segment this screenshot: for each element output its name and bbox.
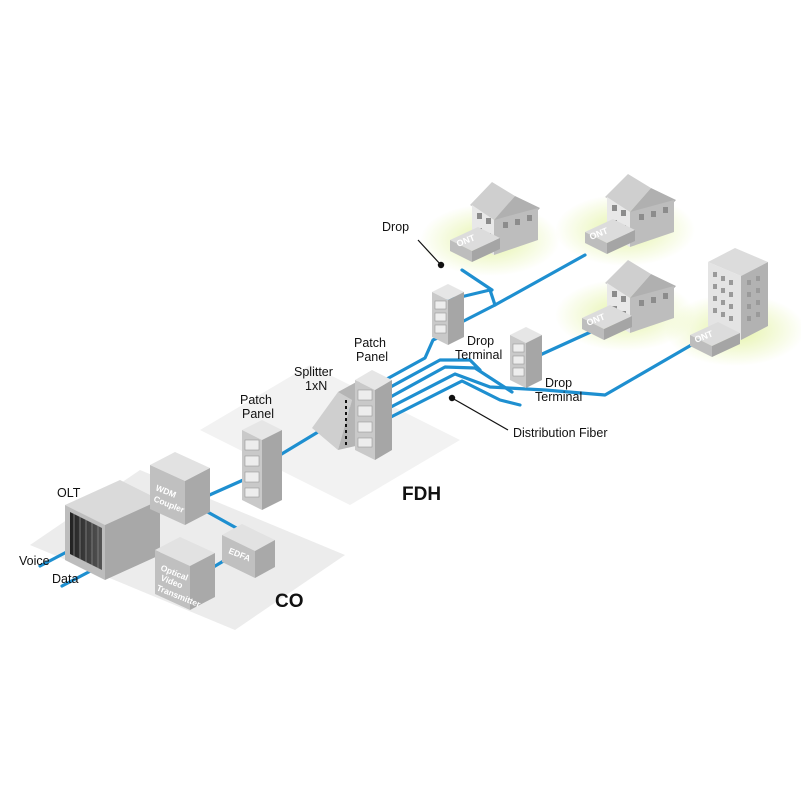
fdh-patch-panel-label-line1: Patch bbox=[354, 336, 386, 350]
drop-terminal-1-device: Drop Terminal bbox=[432, 284, 502, 362]
house-1: ONT bbox=[450, 182, 540, 262]
distribution-fiber-leader bbox=[451, 397, 509, 431]
drop-fiber-house-1 bbox=[446, 288, 497, 330]
fdh-patch-panel-device: Patch Panel bbox=[354, 336, 392, 460]
edfa-device: EDFA bbox=[222, 524, 275, 578]
fiber-patch-splitter bbox=[273, 430, 320, 460]
drop-terminal-1-label-line2: Terminal bbox=[455, 348, 502, 362]
wdm-coupler-device: WDM Coupler bbox=[150, 452, 210, 525]
co-patch-panel-label-line2: Panel bbox=[242, 407, 274, 421]
co-zone-label: CO bbox=[275, 591, 304, 612]
drop-fiber-ont-1 bbox=[460, 268, 494, 292]
data-label: Data bbox=[52, 572, 78, 586]
drop-fiber-house-2 bbox=[493, 253, 587, 307]
splitter-label-line2: 1xN bbox=[305, 379, 327, 393]
distribution-fiber-2 bbox=[383, 365, 514, 402]
drop-terminal-2-label-line2: Terminal bbox=[535, 390, 582, 404]
drop-leader bbox=[417, 239, 442, 266]
co-patch-panel-label-line1: Patch bbox=[240, 393, 272, 407]
leader-lines bbox=[417, 239, 509, 431]
co-patch-panel-device: Patch Panel bbox=[240, 393, 282, 510]
olt-device: OLT bbox=[57, 480, 160, 580]
house-2: ONT bbox=[585, 174, 676, 254]
distribution-fiber-label: Distribution Fiber bbox=[513, 426, 607, 440]
drop-fiber-house-3 bbox=[538, 328, 597, 357]
olt-label: OLT bbox=[57, 486, 81, 500]
distribution-fiber-3 bbox=[383, 338, 702, 412]
splitter-label-line1: Splitter bbox=[294, 365, 333, 379]
voice-label: Voice bbox=[19, 554, 50, 568]
splitter-device: Splitter 1xN bbox=[294, 365, 360, 450]
house-3: ONT bbox=[582, 260, 676, 340]
drop-terminal-1-label-line1: Drop bbox=[467, 334, 494, 348]
drop-label: Drop bbox=[382, 220, 409, 234]
apartment-building: ONT bbox=[690, 248, 768, 357]
distribution-fiber-4 bbox=[383, 379, 522, 422]
fdh-patch-panel-label-line2: Panel bbox=[356, 350, 388, 364]
drop-terminal-2-device: Drop Terminal bbox=[510, 327, 582, 404]
fdh-zone-label: FDH bbox=[402, 484, 441, 505]
drop-terminal-2-label-line1: Drop bbox=[545, 376, 572, 390]
distribution-fiber-1 bbox=[383, 358, 482, 392]
